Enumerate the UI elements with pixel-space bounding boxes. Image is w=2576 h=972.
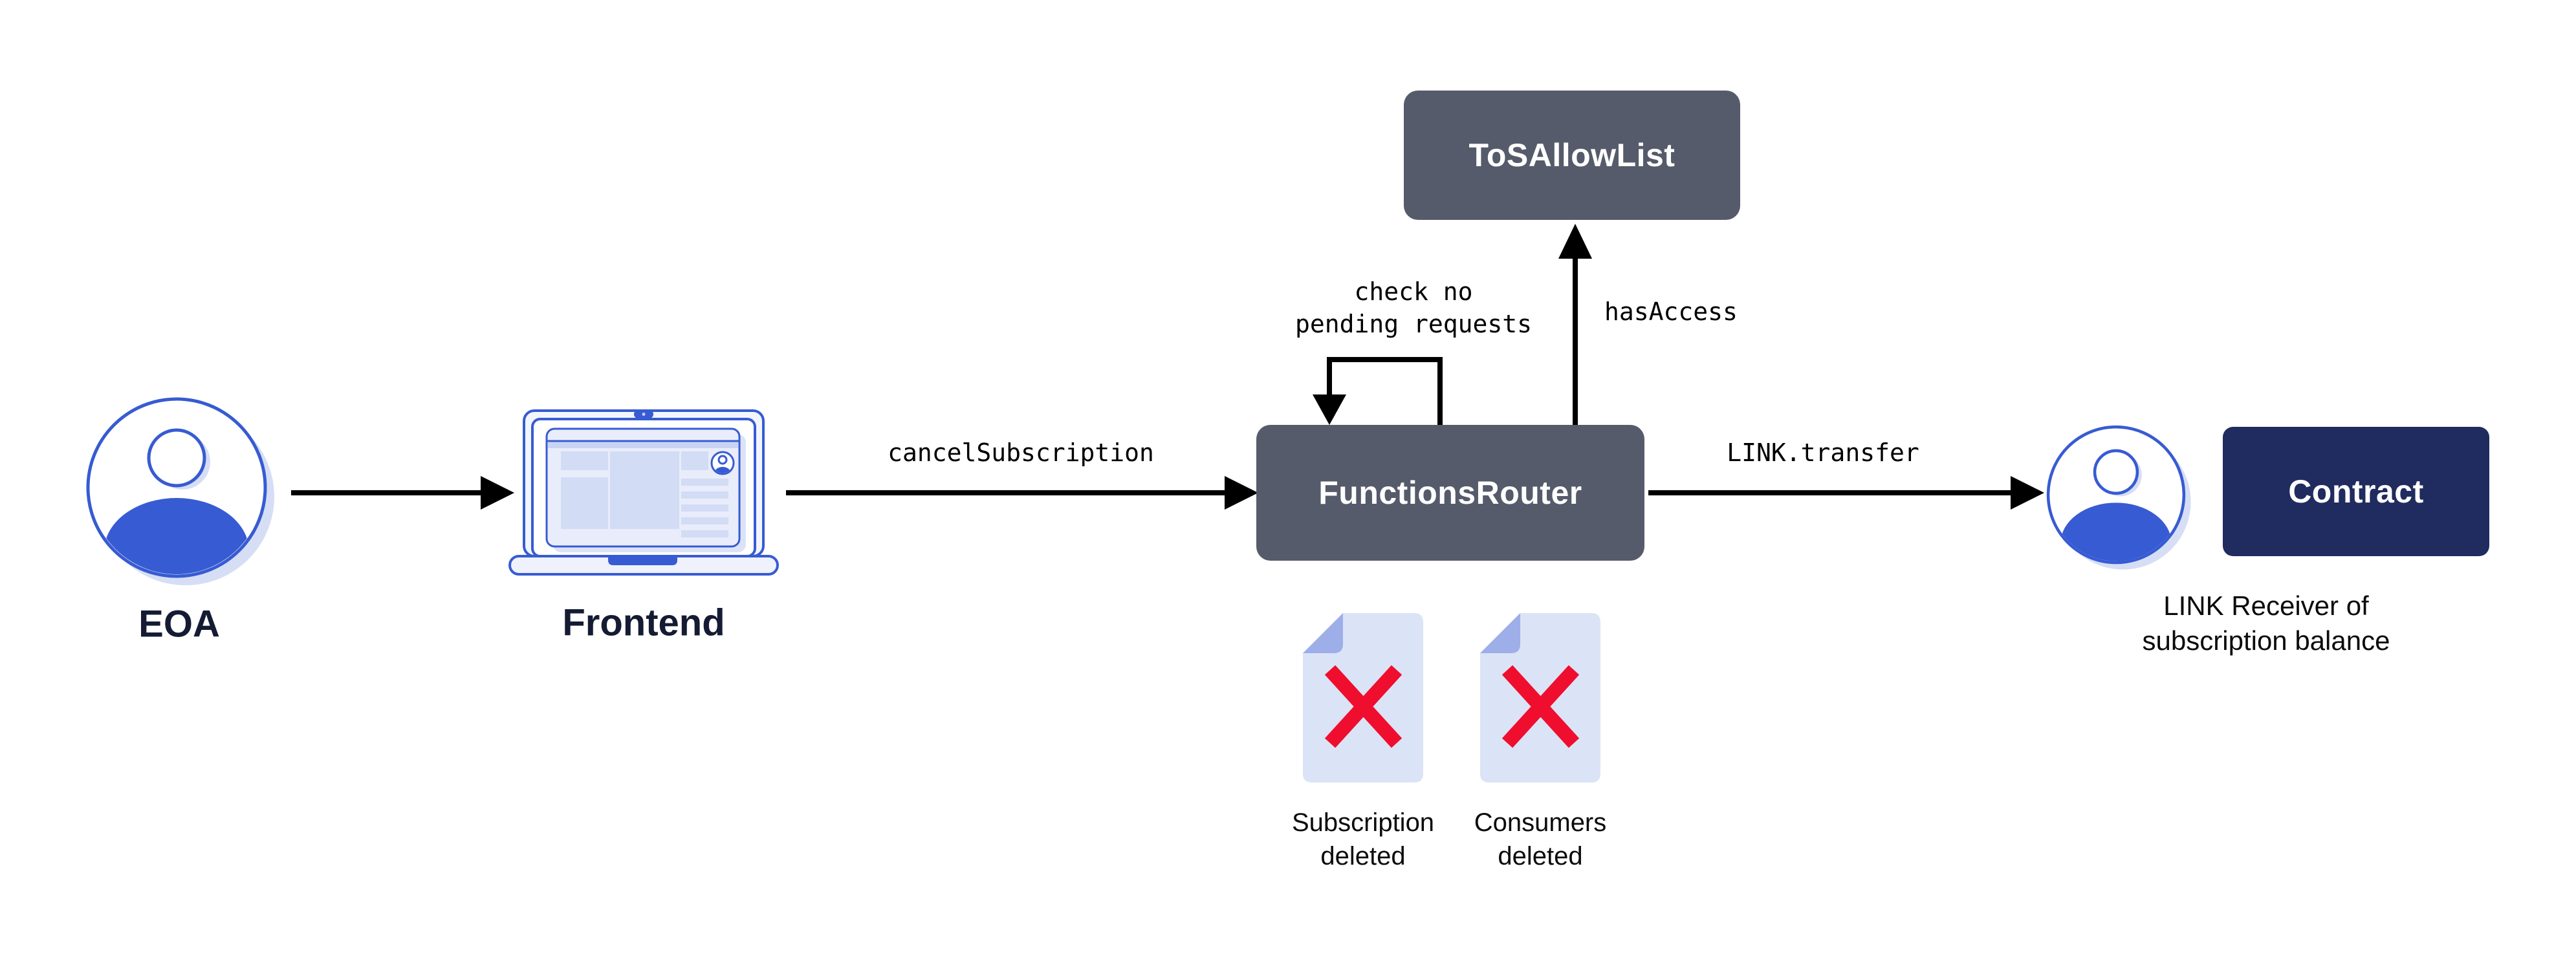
link-receiver-avatar-icon [2046, 425, 2191, 570]
link-receiver-caption-line2: subscription balance [2142, 625, 2390, 656]
consumers-deleted-label: Consumers deleted [1474, 806, 1607, 873]
contract-label: Contract [2288, 473, 2424, 510]
arrow-eoa-to-frontend [291, 476, 514, 510]
arrow-frontend-to-router [786, 476, 1258, 510]
tos-allow-list-label: ToSAllowList [1468, 137, 1675, 173]
check-pending-line1: check no [1354, 277, 1473, 306]
cancel-subscription-edge-label: cancelSubscription [888, 438, 1154, 467]
subscription-deleted-line2: deleted [1320, 842, 1406, 870]
x-mark-icon [1324, 665, 1403, 748]
subscription-deleted-doc-icon [1303, 613, 1423, 783]
functions-router-box: FunctionsRouter [1256, 425, 1644, 561]
folded-corner [1480, 613, 1520, 653]
link-receiver-caption-line1: LINK Receiver of [2163, 590, 2369, 621]
arrow-router-to-tos [1558, 224, 1592, 426]
eoa-avatar-icon [86, 397, 274, 585]
contract-box: Contract [2223, 427, 2489, 556]
tos-allow-list-box: ToSAllowList [1404, 91, 1740, 220]
arrow-router-to-receiver [1648, 476, 2044, 510]
user-avatar-icon [710, 451, 735, 475]
subscription-deleted-line1: Subscription [1291, 808, 1435, 837]
link-transfer-edge-label: LINK.transfer [1727, 438, 1919, 467]
folded-corner [1303, 613, 1343, 653]
consumers-deleted-doc-icon [1480, 613, 1600, 783]
wireframe-blocks [561, 451, 728, 537]
x-mark-icon [1501, 665, 1580, 748]
frontend-label: Frontend [562, 601, 725, 644]
eoa-label: EOA [138, 603, 220, 645]
check-pending-edge-label: check no pending requests [1295, 275, 1532, 340]
functions-router-label: FunctionsRouter [1318, 475, 1582, 511]
subscription-deleted-label: Subscription deleted [1292, 806, 1434, 873]
check-pending-line2: pending requests [1294, 310, 1533, 338]
consumers-deleted-line2: deleted [1498, 842, 1583, 870]
trackpad-notch [608, 557, 677, 565]
consumers-deleted-line1: Consumers [1474, 808, 1607, 837]
has-access-edge-label: hasAccess [1604, 297, 1738, 326]
arrow-router-self-loop [1313, 357, 1443, 427]
laptop-icon [508, 409, 779, 576]
link-receiver-caption: LINK Receiver of subscription balance [2143, 589, 2390, 658]
